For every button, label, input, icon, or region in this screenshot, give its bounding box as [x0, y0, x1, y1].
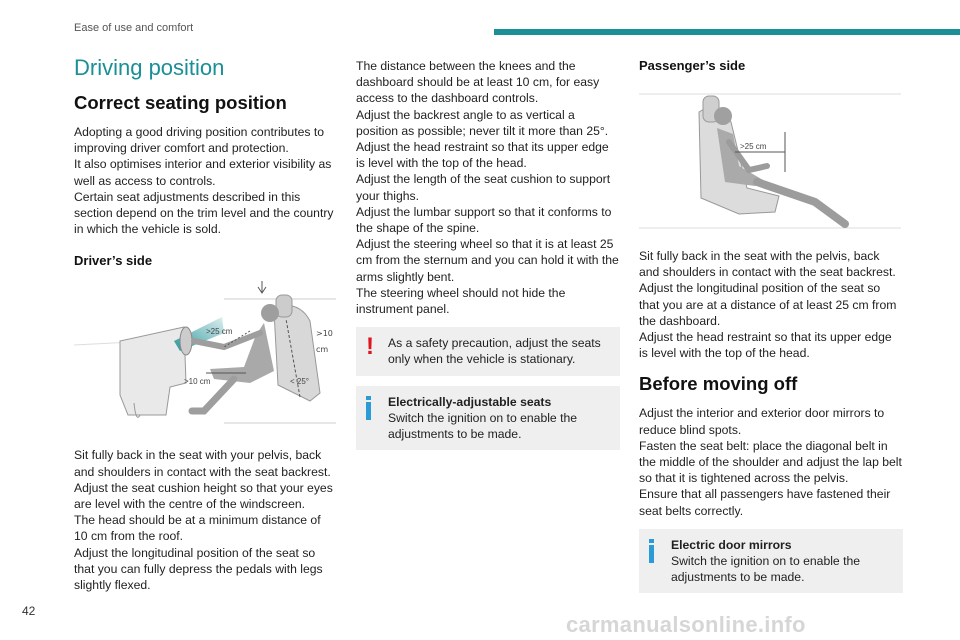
before-paragraph: Fasten the seat belt: place the diagonal…	[639, 438, 902, 486]
before-paragraph: Ensure that all passengers have fastened…	[639, 487, 891, 518]
roof-distance-label: >10 cm	[316, 329, 333, 355]
exclamation-icon: !	[366, 333, 374, 361]
body-paragraph: The steering wheel should not hide the i…	[356, 285, 566, 317]
backrest-angle-label: < 25°	[290, 377, 309, 386]
page-number: 42	[22, 604, 36, 618]
wheel-distance-label: >25 cm	[206, 327, 233, 336]
info-title: Electric door mirrors	[671, 537, 792, 552]
info-title: Electrically-adjustable seats	[388, 394, 552, 409]
section-title-before-moving: Before moving off	[639, 373, 798, 395]
header-accent-bar	[494, 29, 960, 35]
body-paragraph: Adjust the head restraint so that its up…	[356, 140, 609, 171]
body-paragraph: Adjust the length of the seat cushion to…	[356, 172, 611, 203]
intro-paragraph: Certain seat adjustments described in th…	[74, 189, 334, 237]
passenger-paragraph: Adjust the head restraint so that its up…	[639, 330, 892, 361]
passenger-heading: Passenger’s side	[639, 58, 746, 73]
info-box-mirrors: Electric door mirrors Switch the ignitio…	[639, 528, 903, 594]
info-text: Switch the ignition on to enable the adj…	[671, 554, 861, 585]
passenger-paragraph: Sit fully back in the seat with the pelv…	[639, 249, 896, 280]
info-icon	[649, 538, 654, 563]
driver-paragraph: Sit fully back in the seat with your pel…	[74, 448, 331, 479]
passenger-distance-label: >25 cm	[740, 142, 767, 151]
body-paragraph: Adjust the backrest angle to as vertical…	[356, 107, 609, 138]
warning-text: As a safety precaution, adjust the seats…	[388, 336, 601, 367]
column-right: Passenger’s side Sit fully back in the s…	[639, 58, 903, 603]
passenger-paragraph: Adjust the longitudinal position of the …	[639, 281, 897, 328]
intro-paragraph: It also optimises interior and exterior …	[74, 157, 332, 188]
info-text: Switch the ignition on to enable the adj…	[388, 410, 578, 442]
column-middle: The distance between the knees and the d…	[356, 58, 620, 460]
driver-position-illustration: >10 cm	[74, 275, 336, 428]
body-paragraph: Adjust the steering wheel so that it is …	[356, 237, 619, 284]
passenger-position-illustration	[639, 82, 903, 234]
driver-paragraph: The head should be at a minimum distance…	[74, 513, 321, 544]
knee-distance-label: >10 cm	[184, 377, 211, 386]
warning-box: ! As a safety precaution, adjust the sea…	[356, 327, 620, 376]
running-header: Ease of use and comfort	[74, 22, 194, 34]
info-icon	[366, 395, 371, 420]
info-box-seats: Electrically-adjustable seats Switch the…	[356, 385, 620, 451]
watermark: carmanualsonline.info	[566, 612, 806, 637]
column-left: Driving position Correct seating positio…	[74, 54, 336, 593]
body-paragraph: Adjust the lumbar support so that it con…	[356, 204, 612, 236]
intro-paragraph: Adopting a good driving position contrib…	[74, 125, 325, 156]
section-title-seating: Correct seating position	[74, 92, 287, 113]
body-paragraph: The distance between the knees and the d…	[356, 59, 600, 106]
before-paragraph: Adjust the interior and exterior door mi…	[639, 406, 885, 437]
page-title: Driving position	[74, 55, 225, 80]
driver-paragraph: Adjust the longitudinal position of the …	[74, 545, 323, 593]
driver-paragraph: Adjust the seat cushion height so that y…	[74, 480, 333, 512]
driver-heading: Driver’s side	[74, 253, 153, 269]
